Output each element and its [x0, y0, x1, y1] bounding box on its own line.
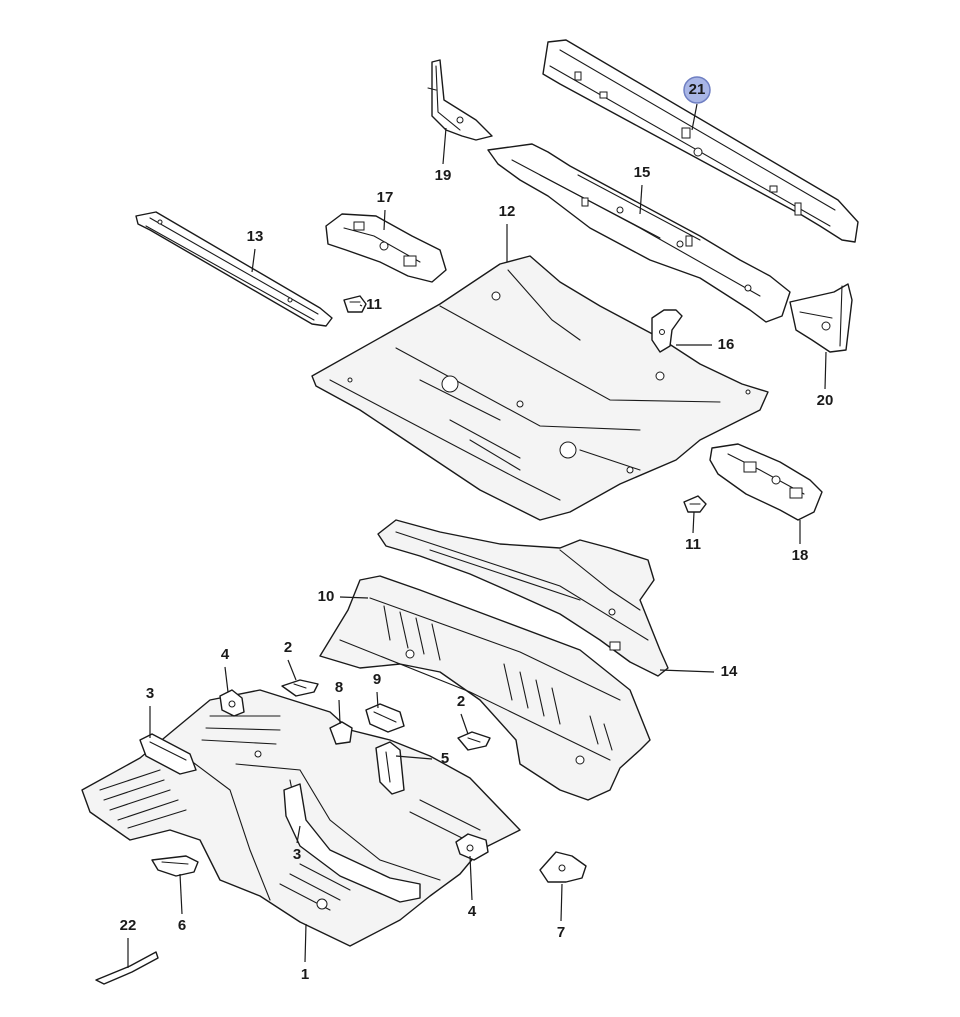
callout-label-18: 18	[792, 547, 809, 564]
part-19-left-bracket	[427, 59, 493, 141]
callout-label-16: 16	[718, 336, 735, 353]
callout-leader-1	[304, 923, 307, 963]
callout-leader-4	[224, 666, 229, 693]
part-10-middle-floor-panel	[319, 575, 651, 801]
callout-leader-13	[251, 248, 256, 273]
callout-label-10: 10	[318, 588, 335, 605]
part-2-bracket-left	[281, 679, 319, 697]
part-2-bracket-right	[457, 731, 491, 751]
callout-leader-21	[691, 103, 698, 131]
part-11-small-clip-lower	[683, 495, 707, 513]
callout-leader-2	[460, 713, 469, 735]
callout-label-21: 21	[689, 81, 706, 98]
callout-label-7: 7	[557, 924, 565, 941]
callout-leader-7	[560, 883, 563, 922]
part-4-bracket-upper	[219, 689, 245, 717]
part-13-long-rail	[135, 211, 333, 327]
callout-label-5: 5	[441, 750, 449, 767]
callout-label-3: 3	[293, 846, 301, 863]
part-12-rear-floor-panel	[311, 255, 769, 521]
callout-label-2: 2	[284, 639, 292, 656]
callout-leader-10	[339, 596, 369, 599]
part-4-bracket-lower	[455, 833, 489, 861]
callout-leader-19	[442, 127, 447, 165]
part-20-right-bracket	[789, 283, 853, 353]
callout-leader-14	[659, 669, 715, 673]
callout-leader-11	[359, 304, 363, 307]
callout-label-6: 6	[178, 917, 186, 934]
callout-label-11: 11	[366, 296, 382, 313]
callout-label-15: 15	[634, 164, 651, 181]
callout-label-1: 1	[301, 966, 309, 983]
callout-leader-5	[395, 755, 433, 760]
callout-leader-17	[383, 209, 386, 231]
part-15-cross-member	[487, 143, 791, 323]
callout-leader-4	[469, 855, 473, 901]
part-14-front-cross-member	[377, 519, 669, 677]
callout-label-3: 3	[146, 685, 154, 702]
part-5-tunnel-bracket	[375, 741, 405, 795]
part-3-sill-bracket-left	[139, 733, 197, 775]
part-6-bracket	[151, 855, 199, 877]
callout-leader-2	[287, 659, 297, 681]
callout-label-8: 8	[335, 679, 343, 696]
part-18-right-bracket-assembly	[709, 443, 823, 521]
callout-label-9: 9	[373, 671, 381, 688]
callout-label-17: 17	[377, 189, 394, 206]
callout-leader-11	[692, 511, 695, 534]
callout-label-13: 13	[247, 228, 264, 245]
callout-leader-20	[824, 351, 827, 390]
callout-label-2: 2	[457, 693, 465, 710]
callout-label-12: 12	[499, 203, 516, 220]
part-16-small-bracket	[651, 309, 683, 353]
part-17-left-bracket-assembly	[325, 213, 447, 283]
callout-leaders	[127, 103, 827, 968]
callout-label-19: 19	[435, 167, 452, 184]
callout-label-11: 11	[685, 536, 701, 553]
part-9-bracket	[365, 703, 405, 733]
callout-label-4: 4	[468, 903, 477, 920]
callout-leader-15	[639, 184, 643, 215]
callout-label-22: 22	[120, 917, 137, 934]
callout-leader-9	[376, 691, 379, 709]
callout-leader-3	[296, 825, 301, 844]
part-21-rear-cross-panel	[542, 39, 859, 243]
part-11-small-clip-upper	[343, 295, 367, 313]
callout-label-14: 14	[721, 663, 738, 680]
part-22-strip	[95, 951, 159, 985]
callout-highlight-21	[683, 76, 711, 104]
callout-label-20: 20	[817, 392, 834, 409]
callout-leader-8	[338, 699, 341, 725]
callout-leader-6	[179, 873, 183, 915]
part-7-bracket	[539, 851, 587, 883]
callout-label-4: 4	[221, 646, 230, 663]
